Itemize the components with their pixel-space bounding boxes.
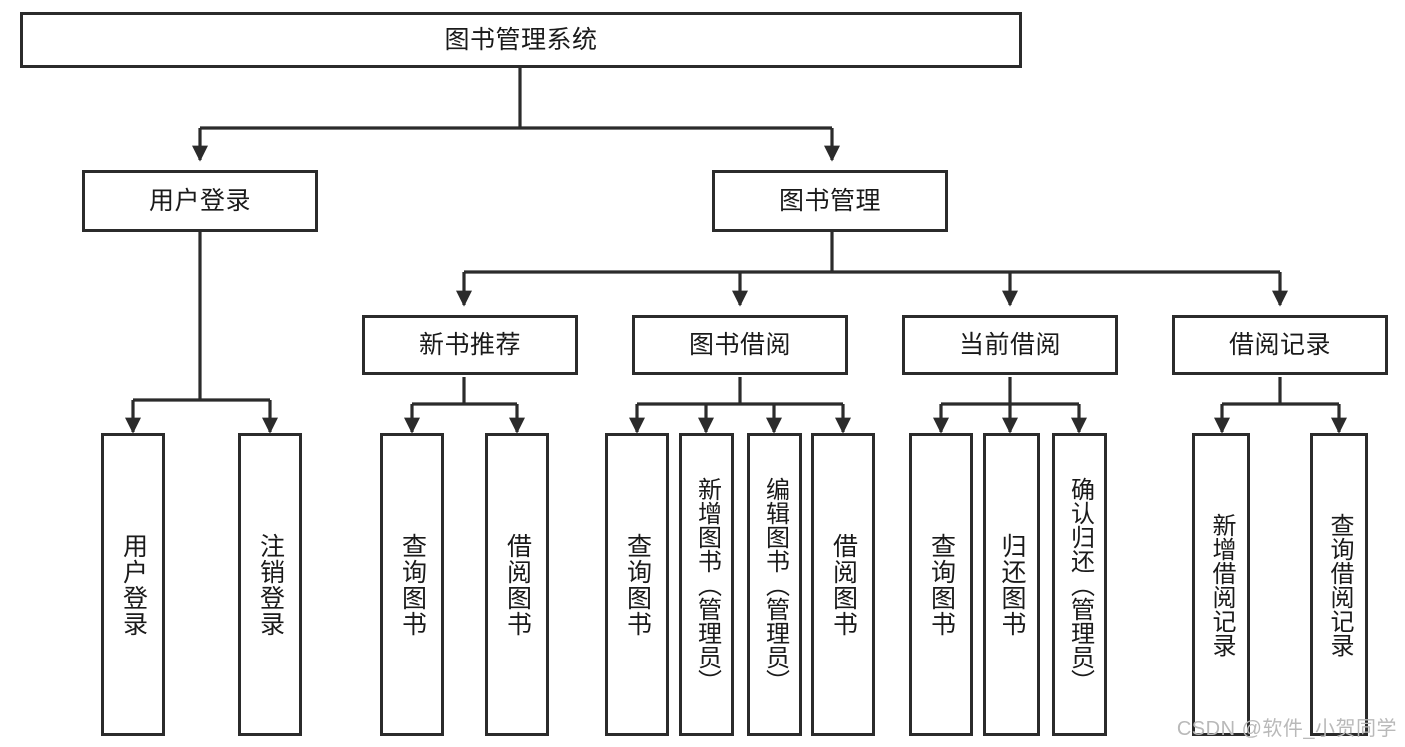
- node-new-book-recommend[interactable]: 新书推荐: [362, 315, 578, 375]
- leaf-query-books-borrow[interactable]: 查询图书: [605, 433, 669, 736]
- leaf-edit-book-admin[interactable]: 编辑图书（管理员）: [747, 433, 802, 736]
- node-label: 注销登录: [256, 532, 285, 637]
- node-label: 借阅图书: [829, 532, 858, 637]
- node-label: 查询图书: [398, 532, 427, 637]
- node-current-borrow[interactable]: 当前借阅: [902, 315, 1118, 375]
- node-label: 编辑图书（管理员）: [761, 476, 789, 693]
- node-label: 新书推荐: [418, 331, 521, 359]
- node-label: 查询借阅记录: [1325, 512, 1353, 657]
- node-label: 图书管理: [778, 187, 881, 215]
- node-book-borrow[interactable]: 图书借阅: [632, 315, 848, 375]
- node-label: 确认归还（管理员）: [1066, 476, 1094, 693]
- leaf-user-logout[interactable]: 注销登录: [238, 433, 302, 736]
- leaf-borrow-books-recommend[interactable]: 借阅图书: [485, 433, 549, 736]
- leaf-borrow-books[interactable]: 借阅图书: [811, 433, 875, 736]
- node-label: 查询图书: [623, 532, 652, 637]
- node-label: 借阅记录: [1228, 331, 1331, 359]
- leaf-query-books-recommend[interactable]: 查询图书: [380, 433, 444, 736]
- leaf-add-book-admin[interactable]: 新增图书（管理员）: [679, 433, 734, 736]
- node-label: 新增图书（管理员）: [693, 476, 721, 693]
- leaf-return-books[interactable]: 归还图书: [983, 433, 1040, 736]
- node-label: 归还图书: [998, 532, 1026, 637]
- node-label: 用户登录: [148, 187, 251, 215]
- node-label: 新增借阅记录: [1207, 512, 1235, 657]
- node-label: 查询图书: [927, 532, 956, 637]
- leaf-query-borrow-record[interactable]: 查询借阅记录: [1310, 433, 1368, 736]
- leaf-confirm-return-admin[interactable]: 确认归还（管理员）: [1052, 433, 1107, 736]
- node-label: 借阅图书: [503, 532, 532, 637]
- node-label: 当前借阅: [958, 331, 1061, 359]
- node-user-login[interactable]: 用户登录: [82, 170, 318, 232]
- node-label: 图书管理系统: [444, 26, 598, 54]
- leaf-query-books-current[interactable]: 查询图书: [909, 433, 973, 736]
- node-label: 图书借阅: [688, 331, 791, 359]
- node-book-management[interactable]: 图书管理: [712, 170, 948, 232]
- node-label: 用户登录: [119, 532, 148, 637]
- node-root-system[interactable]: 图书管理系统: [20, 12, 1022, 68]
- leaf-user-login[interactable]: 用户登录: [101, 433, 165, 736]
- node-borrow-record[interactable]: 借阅记录: [1172, 315, 1388, 375]
- leaf-add-borrow-record[interactable]: 新增借阅记录: [1192, 433, 1250, 736]
